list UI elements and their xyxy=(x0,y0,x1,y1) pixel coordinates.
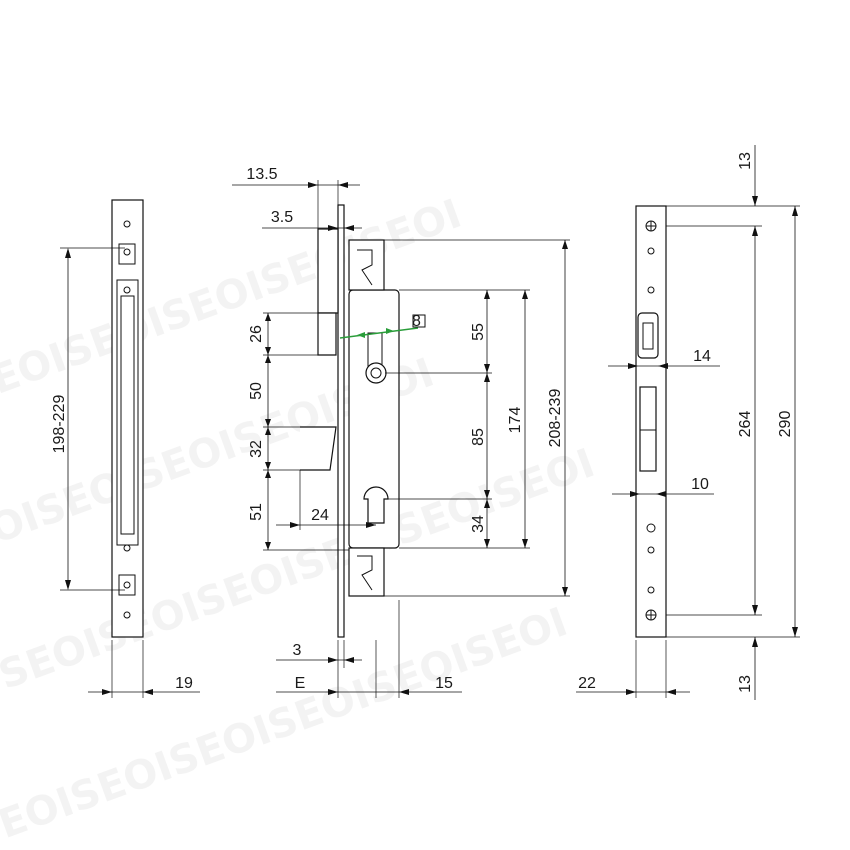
bottom-rod-guide xyxy=(348,547,385,597)
rod-hole-icon xyxy=(647,286,655,294)
rod-span-label: 208-239 xyxy=(547,389,564,448)
spindle-square-icon xyxy=(412,314,426,328)
strike-screw-icon xyxy=(123,544,131,552)
strike-screw-icon xyxy=(123,286,131,294)
strike-screw-icon xyxy=(123,581,131,589)
faceplate-front-view: 14 10 22 264 290 13 13 xyxy=(576,145,800,700)
handle-spindle-core xyxy=(370,367,382,379)
dead-bolt xyxy=(300,426,337,471)
cutout-lower-width-label: 10 xyxy=(691,476,709,493)
upper-bracket xyxy=(317,228,339,314)
strike-screw-icon xyxy=(123,248,131,256)
strike-plate-view: 198-229 19 xyxy=(51,199,200,698)
latch-height-label: 26 xyxy=(248,325,265,343)
top-rod-guide xyxy=(348,239,385,291)
handle-to-top-label: 55 xyxy=(470,323,487,341)
bottom-rod-hook xyxy=(357,555,373,591)
strike-top-hole xyxy=(123,220,131,228)
top-offset-label: 13.5 xyxy=(246,166,277,183)
front-width-label: 22 xyxy=(578,675,596,692)
bottom-margin-label: 13 xyxy=(737,675,754,693)
case-offset-label: 15 xyxy=(435,675,453,692)
faceplate-thickness-label: 3.5 xyxy=(271,209,293,226)
latch-opening xyxy=(637,312,659,359)
bottom-hole xyxy=(647,586,655,594)
case-height-label: 174 xyxy=(507,407,524,434)
bolt-height-label: 32 xyxy=(248,440,265,458)
strike-span-label: 198-229 xyxy=(51,395,68,454)
bolt-opening xyxy=(639,386,657,472)
bolt-throw-label: 24 xyxy=(311,507,329,524)
backset-label: E xyxy=(295,675,306,692)
latch-bolt xyxy=(317,312,337,356)
strike-inner-recess xyxy=(120,295,135,535)
top-hole xyxy=(647,247,655,255)
top-rod-hook xyxy=(357,249,373,286)
top-margin-label: 13 xyxy=(737,152,754,170)
faceplate xyxy=(337,204,345,638)
strike-width-label: 19 xyxy=(175,675,193,692)
strike-bottom-bracket xyxy=(118,574,136,596)
plate-gap-label: 3 xyxy=(293,642,302,659)
handle-spindle-icon xyxy=(365,362,387,384)
strike-bottom-hole xyxy=(123,611,131,619)
spindle-label: 8 xyxy=(412,313,421,330)
bolt-to-bottom-label: 51 xyxy=(248,503,265,521)
cutout-upper-width-label: 14 xyxy=(693,348,711,365)
strike-top-bracket xyxy=(118,243,136,265)
screw-span-label: 264 xyxy=(737,411,754,438)
spacing-upper-label: 50 xyxy=(248,382,265,400)
handle-to-cyl-label: 85 xyxy=(470,428,487,446)
cylinder-screw-icon xyxy=(646,523,656,533)
faceplate-length-label: 290 xyxy=(777,411,794,438)
rod-hole-icon xyxy=(647,546,655,554)
cylinder-hole-icon xyxy=(363,486,389,524)
latch-face xyxy=(642,322,654,350)
cyl-to-bottom-label: 34 xyxy=(470,515,487,533)
lock-body-view: 8 13.5 3.5 26 50 32 51 xyxy=(232,166,570,698)
